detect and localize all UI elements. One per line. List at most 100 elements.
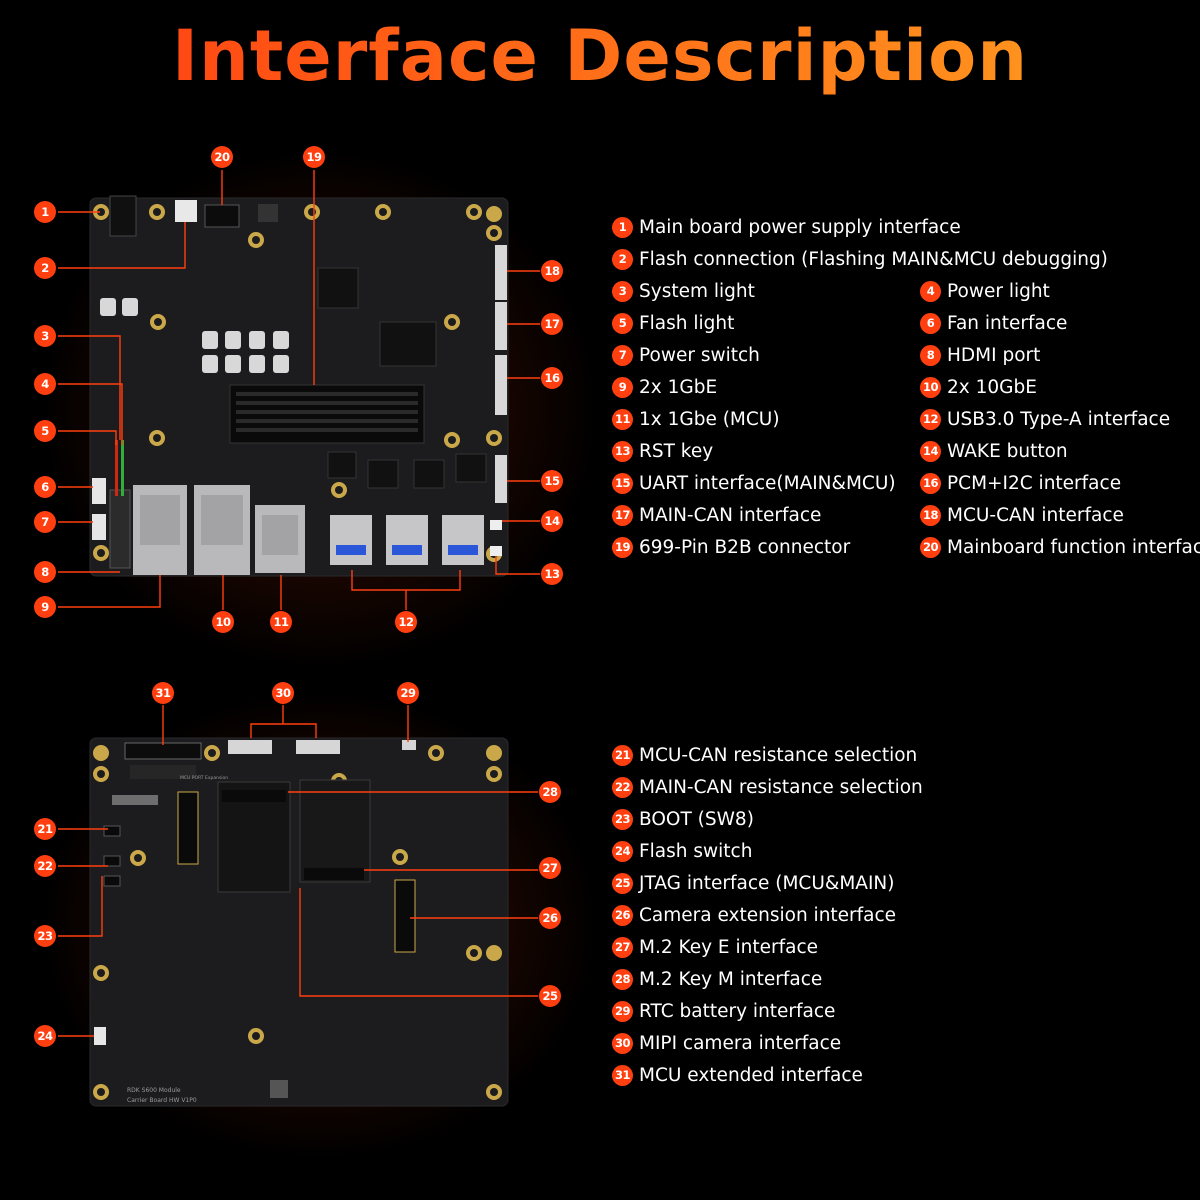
legend-label: MAIN-CAN resistance selection — [639, 776, 923, 798]
legend-label: 699-Pin B2B connector — [639, 536, 851, 558]
legend-num: 3 — [612, 280, 633, 302]
legend-label: MCU-CAN resistance selection — [639, 744, 918, 766]
legend-label: 2x 10GbE — [947, 376, 1037, 398]
callout-19: 19 — [303, 146, 325, 168]
legend-num: 6 — [920, 312, 941, 334]
callout-2: 2 — [34, 257, 56, 279]
power-switch — [92, 514, 106, 540]
callout-27: 27 — [539, 857, 561, 879]
callout-18: 18 — [541, 260, 563, 282]
legend-num: 4 — [920, 280, 941, 302]
callout-25: 25 — [539, 985, 561, 1007]
silk-module: RDK S600 Module — [127, 1087, 181, 1094]
legend-num: 9 — [612, 376, 633, 398]
legend-item-26: 26 Camera extension interface — [612, 902, 896, 928]
legend-label: HDMI port — [947, 344, 1041, 366]
legend-label: Fan interface — [947, 312, 1068, 334]
callout-12: 12 — [395, 611, 417, 633]
legend-num: 14 — [920, 440, 941, 462]
legend-label: MIPI camera interface — [639, 1032, 842, 1054]
power-jack — [109, 195, 137, 237]
legend-label: Mainboard function interface — [947, 536, 1200, 558]
legend-label: Power switch — [639, 344, 760, 366]
legend-item-22: 22 MAIN-CAN resistance selection — [612, 774, 923, 800]
legend-label: WAKE button — [947, 440, 1068, 462]
legend-num: 13 — [612, 440, 633, 462]
callout-8: 8 — [34, 561, 56, 583]
legend-label: Flash connection (Flashing MAIN&MCU debu… — [639, 248, 1108, 270]
legend-item-21: 21 MCU-CAN resistance selection — [612, 742, 917, 768]
legend-num: 2 — [612, 248, 633, 270]
callout-17: 17 — [541, 313, 563, 335]
rtc-connector — [402, 740, 416, 750]
callout-30: 30 — [272, 682, 294, 704]
legend-label: RTC battery interface — [639, 1000, 836, 1022]
usb-ports — [330, 515, 484, 565]
callout-10: 10 — [212, 611, 234, 633]
legend-label: M.2 Key E interface — [639, 936, 818, 958]
silk-carrier: Carrier Board HW V1P0 — [127, 1097, 197, 1104]
silk-mcu-port: MCU PORT Expansion — [180, 775, 228, 781]
callout-6: 6 — [34, 476, 56, 498]
callout-22: 22 — [34, 855, 56, 877]
legend-label: JTAG interface (MCU&MAIN) — [639, 872, 895, 894]
right-headers — [495, 245, 507, 503]
legend-label: USB3.0 Type-A interface — [947, 408, 1171, 430]
legend-num: 26 — [612, 904, 633, 926]
bottom-leader-lines — [58, 705, 538, 1037]
legend-label: RST key — [639, 440, 714, 462]
callout-4: 4 — [34, 373, 56, 395]
legend-item-25: 25 JTAG interface (MCU&MAIN) — [612, 870, 894, 896]
callout-29: 29 — [397, 682, 419, 704]
legend-num: 22 — [612, 776, 633, 798]
camera-connector-right — [394, 879, 416, 953]
legend-label: System light — [639, 280, 755, 302]
legend-item-20: 20 Mainboard function interface — [920, 534, 1200, 560]
callout-14: 14 — [541, 510, 563, 532]
legend-label: BOOT (SW8) — [639, 808, 754, 830]
legend-num: 7 — [612, 344, 633, 366]
legend-item-12: 12 USB3.0 Type-A interface — [920, 406, 1170, 432]
legend-num: 21 — [612, 744, 633, 766]
legend-num: 12 — [920, 408, 941, 430]
legend-item-10: 10 2x 10GbE — [920, 374, 1037, 400]
legend-label: Flash light — [639, 312, 735, 334]
callout-24: 24 — [34, 1025, 56, 1047]
legend-num: 1 — [612, 216, 633, 238]
flash-switch — [94, 1027, 106, 1045]
callout-3: 3 — [34, 325, 56, 347]
top-leader-lines — [58, 170, 540, 610]
capacitor-grid — [100, 298, 289, 373]
mipi-connector-1 — [228, 740, 272, 754]
callout-20: 20 — [211, 146, 233, 168]
legend-num: 25 — [612, 872, 633, 894]
legend-label: Camera extension interface — [639, 904, 897, 926]
legend-label: PCM+I2C interface — [947, 472, 1122, 494]
mipi-connector-2 — [296, 740, 340, 754]
legend-num: 11 — [612, 408, 633, 430]
callout-9: 9 — [34, 596, 56, 618]
legend-num: 17 — [612, 504, 633, 526]
callout-15: 15 — [541, 470, 563, 492]
legend-num: 20 — [920, 536, 941, 558]
flash-usb-connector — [175, 200, 197, 222]
callout-23: 23 — [34, 925, 56, 947]
callout-26: 26 — [539, 907, 561, 929]
legend-num: 18 — [920, 504, 941, 526]
legend-num: 31 — [612, 1064, 633, 1086]
callout-31: 31 — [152, 682, 174, 704]
callout-11: 11 — [270, 611, 292, 633]
legend-item-2: 2 Flash connection (Flashing MAIN&MCU deb… — [612, 246, 1108, 272]
legend-num: 10 — [920, 376, 941, 398]
